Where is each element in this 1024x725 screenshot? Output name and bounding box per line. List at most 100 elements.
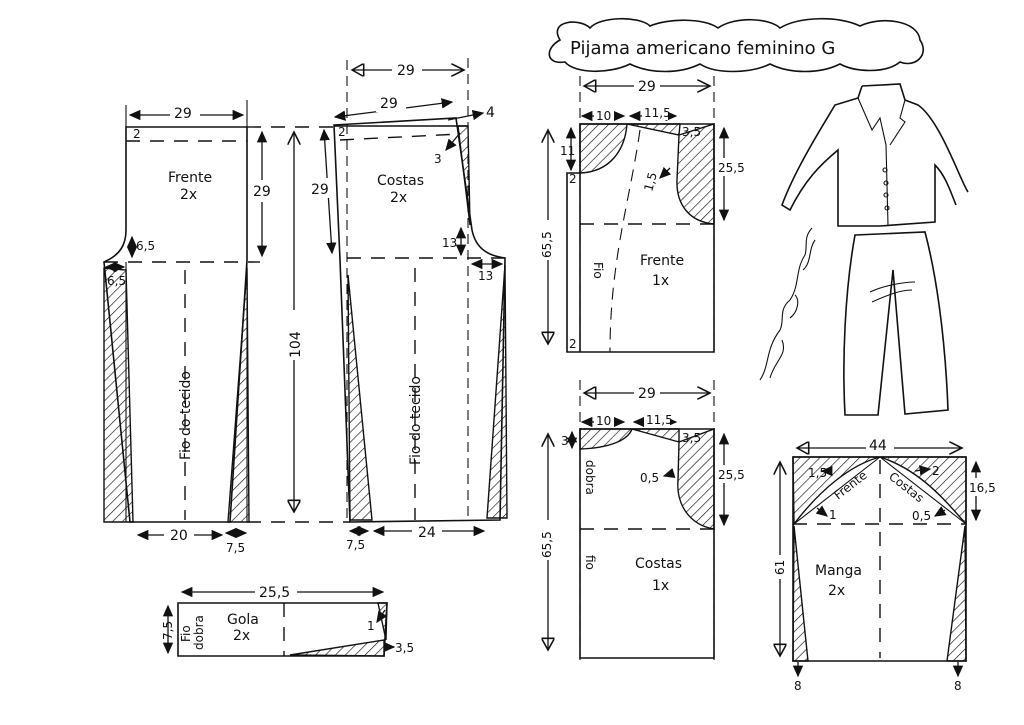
dim-armhole-curve-label: 1,5	[641, 171, 659, 193]
sleeve-piece: 44 16,5 61 1,5 1 2 0,5 Frente Costas Man…	[770, 437, 996, 693]
dim-shoulder-drop-label: 3,5	[682, 431, 701, 445]
grain-label: Fio do tecido	[408, 376, 424, 465]
piece-qty: 2x	[233, 628, 250, 644]
pants-back-hatch-right	[486, 264, 508, 519]
button-icon	[883, 180, 889, 186]
neckline-hatch	[579, 428, 634, 450]
fold-label: dobra	[583, 460, 597, 495]
dim-collar-height-label: 7,5	[161, 621, 175, 640]
pants-length-dim: 104	[247, 126, 350, 523]
dim-top-ref-label: 29	[397, 63, 415, 79]
piece-name: Gola	[227, 612, 259, 628]
pants-back-piece: 29 29 4 3 2 29 Costas 2x 13 13 Fio do te…	[310, 58, 508, 552]
dim-curve-back-out-label: 2	[932, 464, 940, 478]
dim-rise	[447, 109, 485, 121]
dim-crotch-h-label: 13	[442, 236, 457, 250]
dim-waistband-label: 2	[338, 125, 346, 139]
lapel-right	[889, 99, 906, 146]
waistband-line	[339, 133, 461, 141]
placket-top-label: 2	[569, 172, 577, 186]
piece-qty: 2x	[180, 187, 197, 203]
sleeve-hatch-right	[946, 525, 967, 662]
piece-name: Frente	[640, 253, 684, 269]
dim-neck-width-label: 10	[596, 414, 611, 428]
pants-sketch	[843, 231, 949, 416]
dim-crotch-h-label: 6,5	[136, 239, 155, 253]
jacket-right	[861, 83, 969, 193]
piece-qty: 2x	[828, 583, 845, 599]
dim-hem-taper-label: 7,5	[346, 538, 365, 552]
sleeve-hatch-left	[792, 525, 809, 662]
dim-dart-label: 3	[434, 152, 442, 166]
piece-qty: 2x	[390, 190, 407, 206]
dim-waistband-label: 2	[133, 127, 141, 141]
dim-armhole-depth-label: 25,5	[718, 161, 745, 175]
piece-name: Costas	[377, 173, 424, 189]
pants-front-hatch-left	[103, 267, 134, 523]
collar-fold-label: dobra	[192, 615, 206, 650]
dim-top-width-label: 29	[174, 106, 192, 122]
dim-collar-tip-label: 1	[367, 619, 375, 633]
dim-collar-slope-label: 3,5	[395, 641, 414, 655]
dim-width-label: 29	[638, 386, 656, 402]
dim-shoulder-width-label: 11,5	[644, 106, 671, 120]
cloud-outline	[548, 17, 924, 73]
dim-neck-depth-label: 3	[561, 434, 569, 448]
piece-qty: 1x	[652, 578, 669, 594]
dim-width-label: 29	[638, 79, 656, 95]
dim-curve-front-out-label: 1,5	[808, 466, 827, 480]
dim-length-label: 65,5	[540, 231, 554, 258]
dim-crotch-w-label: 6,5	[107, 274, 126, 288]
dim-neck-width-label: 10	[596, 109, 611, 123]
shoulder-hatch	[631, 428, 680, 443]
jacket-left	[781, 85, 880, 227]
dim-curve-back-out	[914, 465, 932, 476]
dim-collar-length-label: 25,5	[259, 585, 290, 601]
signature-mark	[759, 227, 813, 381]
grain-label: Fio	[591, 262, 605, 279]
pants-back-outline	[333, 117, 506, 523]
dim-neck-depth-label: 11	[560, 144, 575, 158]
title-banner: Pijama americano feminino G	[548, 17, 924, 73]
signature	[759, 227, 816, 381]
grain-label: fio	[583, 555, 597, 570]
dim-sleeve-length-label: 61	[773, 560, 787, 575]
neckline-hatch	[579, 123, 628, 174]
piece-qty: 1x	[652, 273, 669, 289]
dim-curve-back-in-label: 0,5	[912, 509, 931, 523]
dim-hem-width-label: 24	[418, 525, 436, 541]
dim-total-length-label: 104	[288, 331, 304, 358]
shoulder-hatch	[626, 123, 681, 136]
dim-cap-height-label: 16,5	[969, 481, 996, 495]
armhole-hatch	[676, 123, 715, 225]
pants-front-piece: 29 2 29 6,5 6,5 Frente 2x Fio do tecido …	[103, 100, 274, 555]
pajama-illustration	[781, 83, 969, 416]
piece-name: Manga	[815, 563, 862, 579]
dim-armhole-curve-label: 0,5	[640, 471, 659, 485]
dim-sleeve-width-label: 44	[869, 438, 887, 454]
button-icon	[884, 205, 890, 211]
dim-armhole-curve	[662, 468, 676, 478]
dim-hem-right-label: 8	[954, 679, 962, 693]
dart-hatch	[457, 125, 471, 226]
button-icon	[882, 167, 888, 173]
piece-name: Costas	[635, 556, 682, 572]
dim-side-height-label: 29	[311, 182, 329, 198]
dim-curve-front-in	[815, 505, 829, 517]
collar-slope-hatch	[289, 639, 385, 657]
dim-side-height-label: 29	[253, 184, 271, 200]
dim-armhole-curve	[659, 166, 672, 179]
shirt-front-piece: 29 10 11,5 3,5 11 25,5 1,5 65,5 2 2 Fio …	[538, 76, 745, 353]
dim-crotch-w-label: 13	[478, 269, 493, 283]
dim-shoulder-drop-label: 3,5	[682, 125, 701, 139]
jacket-hem	[879, 163, 957, 227]
pants-front-hatch-right	[227, 267, 250, 523]
dim-hem-taper-label: 7,5	[226, 541, 245, 555]
dim-rise-label: 4	[486, 105, 495, 121]
collar-tip-hatch	[377, 602, 388, 641]
dim-hem-width-label: 20	[170, 528, 188, 544]
dim-curve-back-in	[933, 506, 947, 517]
grain-label: Fio do tecido	[178, 371, 194, 460]
dim-dart	[445, 132, 461, 152]
